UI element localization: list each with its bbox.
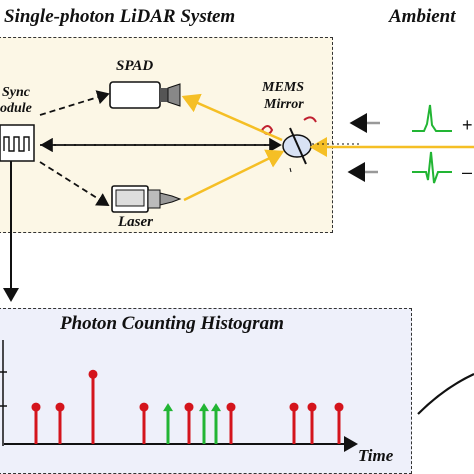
signal-photon-marker [289,402,299,412]
laser-icon [111,185,182,213]
emit-beam [183,149,285,202]
laser-label: Laser [118,214,153,230]
histogram-panel [0,308,412,474]
signal-photon-marker [226,402,236,412]
ambient-pulse-top [412,104,452,132]
noise-photon-marker [199,403,209,412]
ambient-title: Ambient [389,6,456,27]
ambient-pulse-bottom [412,151,452,184]
sync-module [0,124,35,162]
histogram-title: Photon Counting Histogram [60,313,284,334]
signal-photon-marker [307,402,317,412]
time-axis-label: Time [358,446,394,465]
signal-photon-marker [55,402,65,412]
spad-detector-icon [109,81,181,109]
minus-sign: – [462,162,472,182]
return-beam [181,93,283,142]
mems-mirror-icon [261,116,317,173]
histogram-marks [31,369,344,444]
sync-label-line1: Sync [2,85,30,100]
sync-to-laser-arrow [39,161,110,206]
mems-label-line2: Mirror [264,97,304,112]
spad-label: SPAD [116,58,154,74]
sync-label-line2: odule [0,101,32,116]
plus-sign: + [462,115,473,135]
signal-photon-marker [139,402,149,412]
signal-photon-marker [31,402,41,412]
signal-photon-marker [184,402,194,412]
mems-label-line1: MEMS [262,80,305,95]
system-title: Single-photon LiDAR System [4,6,236,27]
signal-photon-marker [88,369,98,379]
sync-to-spad-arrow [39,90,110,116]
signal-photon-marker [334,402,344,412]
noise-photon-marker [163,403,173,412]
decorative-curve [417,373,474,415]
noise-photon-marker [211,403,221,412]
